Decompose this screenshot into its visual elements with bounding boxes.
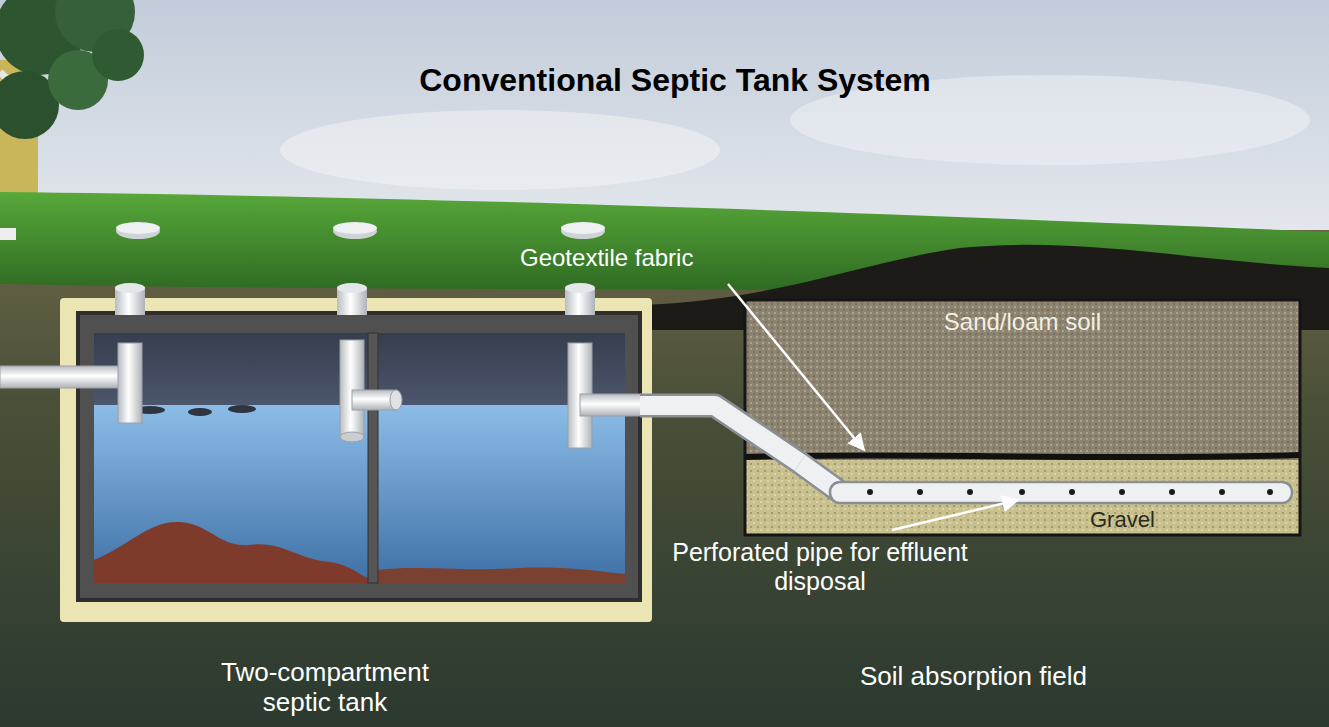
leader-line <box>892 500 1018 530</box>
scum <box>135 405 256 416</box>
diagram-title: Conventional Septic Tank System <box>20 62 1329 99</box>
pipe-holes <box>867 489 1273 495</box>
text-holder: Sand/loam soil <box>745 308 1300 336</box>
tree <box>0 0 144 139</box>
label-holder: Geotextile fabric <box>520 244 760 272</box>
tank-divider <box>368 333 378 583</box>
outlet-pipe <box>640 406 800 463</box>
text-holder: Soil absorption field <box>860 662 1200 692</box>
layer-label: Gravel <box>1090 507 1210 532</box>
tank-label: Two-compartment septic tank <box>190 658 460 718</box>
pipe-outline <box>640 406 800 463</box>
septic-tank: Two-compartment septic tank <box>80 315 640 598</box>
tank-shell <box>78 313 640 600</box>
text-holder: Gravel <box>1090 507 1210 532</box>
callout-label: Geotextile fabric <box>520 244 760 272</box>
absorption-field: Sand/loam soilGravelSoil absorption fiel… <box>745 300 1300 535</box>
field-border <box>745 300 1300 535</box>
title-holder: Conventional Septic Tank System <box>20 62 1329 99</box>
house-pipe <box>0 228 16 240</box>
sludge <box>94 522 368 583</box>
tank-bedding <box>60 298 652 622</box>
ground <box>0 230 1329 727</box>
gravel-layer-fill <box>745 460 1300 535</box>
tank-pipes <box>0 340 642 448</box>
field-label: Soil absorption field <box>860 662 1200 692</box>
label-holder: Perforated pipe for effluent disposal <box>670 538 970 596</box>
gravel-layer: Gravel <box>745 463 1300 537</box>
cloud <box>280 110 720 190</box>
soil-layer: Sand/loam soil <box>745 300 1308 458</box>
callout-label: Perforated pipe for effluent disposal <box>670 538 970 596</box>
sludge <box>378 568 625 583</box>
sand-layer-fill <box>745 300 1300 460</box>
perforated-pipe <box>830 482 1292 503</box>
layer-label: Sand/loam soil <box>745 308 1300 336</box>
text-holder: Two-compartment septic tank <box>190 658 460 718</box>
geotextile-fabric <box>745 455 1300 457</box>
